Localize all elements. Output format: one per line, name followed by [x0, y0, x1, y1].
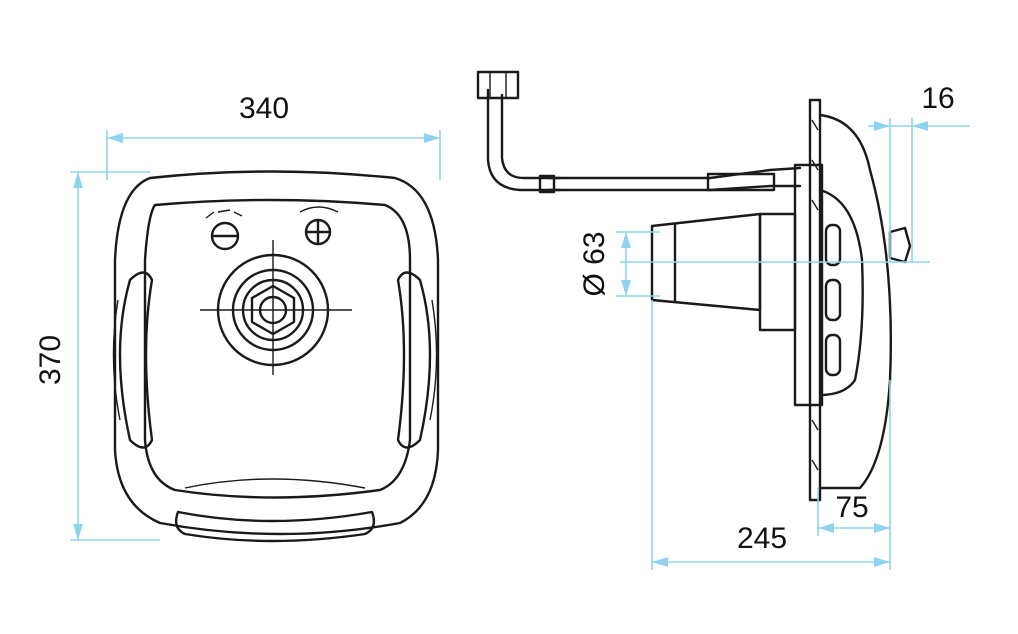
total-dimension: 245 [651, 300, 890, 570]
front-bottom-grip [174, 510, 376, 543]
front-left-grip [118, 271, 154, 449]
side-slot [824, 223, 842, 267]
depth-label: 75 [835, 491, 868, 524]
front-body-outline [113, 170, 440, 536]
front-width-dimension: 340 [106, 92, 441, 180]
side-knob [888, 226, 912, 264]
side-slot [824, 278, 842, 322]
diameter-label: Ø 63 [578, 231, 611, 296]
front-right-grip [396, 271, 432, 449]
front-height-label: 370 [34, 335, 67, 385]
front-left-knob [205, 209, 243, 251]
front-outlet [200, 240, 352, 375]
side-view [476, 70, 912, 502]
front-face-line [143, 198, 412, 499]
side-rod [546, 166, 802, 192]
side-body [818, 113, 893, 490]
side-tube-cap [476, 70, 520, 100]
side-flange [808, 98, 822, 502]
side-slot [824, 333, 842, 377]
total-label: 245 [737, 522, 787, 555]
flange-dimension: 16 [620, 82, 970, 263]
depth-dimension: 75 [817, 380, 891, 570]
flange-label: 16 [921, 82, 954, 115]
front-width-label: 340 [239, 92, 289, 125]
front-view [112, 170, 440, 543]
side-tube [486, 88, 562, 192]
front-right-knob [299, 206, 339, 246]
front-height-dimension: 370 [34, 171, 160, 541]
diameter-dimension: Ø 63 [578, 231, 660, 297]
